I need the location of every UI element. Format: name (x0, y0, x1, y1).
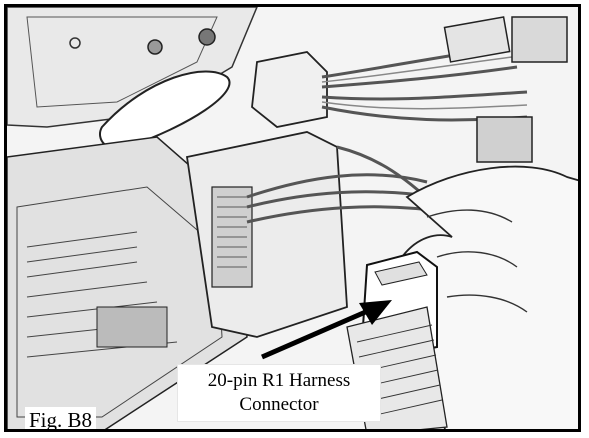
figure-frame: 20-pin R1 Harness Connector Fig. B8 (4, 4, 581, 432)
figure-label: Fig. B8 (25, 407, 97, 429)
callout-line-1: 20-pin R1 Harness (207, 370, 351, 391)
connector-callout: 20-pin R1 Harness Connector (177, 364, 381, 422)
harness-photo (7, 7, 578, 429)
callout-line-2: Connector (239, 394, 319, 415)
